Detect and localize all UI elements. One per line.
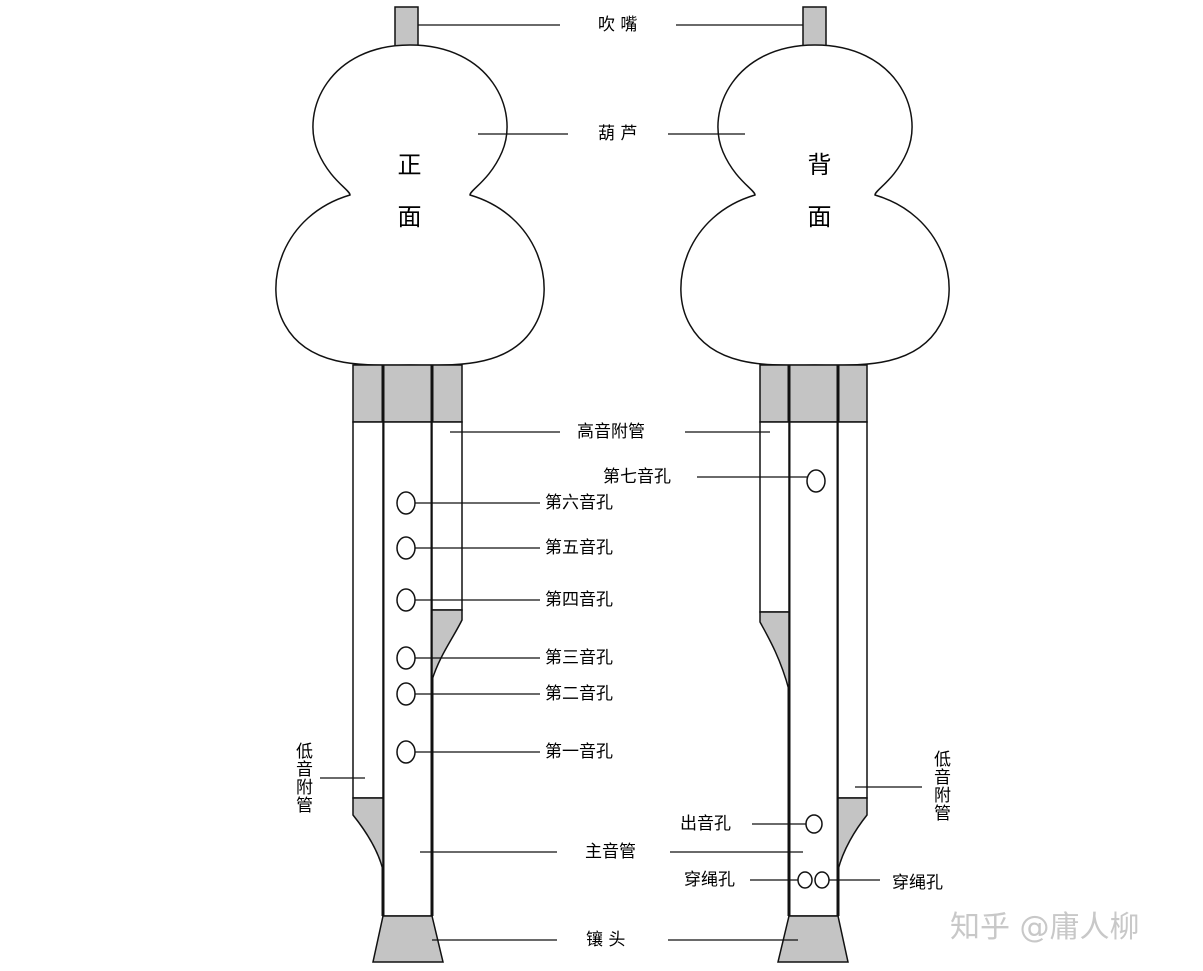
back-mouthpiece xyxy=(802,6,827,48)
front-top-band xyxy=(352,364,463,423)
label-hole-3: 第三音孔 xyxy=(545,648,613,668)
front-mouthpiece xyxy=(394,6,419,48)
label-high-pipe: 高音附管 xyxy=(577,422,645,442)
front-view xyxy=(275,6,545,963)
label-hole-4: 第四音孔 xyxy=(545,590,613,610)
label-rope-hole-right: 穿绳孔 xyxy=(892,873,943,893)
front-face-title: 正面 xyxy=(393,152,421,256)
leader-lines xyxy=(320,24,922,941)
label-main-pipe: 主音管 xyxy=(585,842,636,862)
front-high-pipe-cap xyxy=(431,609,463,681)
back-view xyxy=(680,6,950,963)
back-top-band xyxy=(759,364,868,423)
back-hole-7 xyxy=(806,469,826,493)
back-high-pipe-cap xyxy=(759,611,790,691)
back-tip xyxy=(777,915,849,963)
front-low-pipe-cap xyxy=(352,797,384,871)
label-hole-2: 第二音孔 xyxy=(545,684,613,704)
label-outlet-hole: 出音孔 xyxy=(680,814,731,834)
label-hole-5: 第五音孔 xyxy=(545,538,613,558)
back-high-pipe xyxy=(759,421,790,613)
front-tip xyxy=(372,915,444,963)
front-low-pipe xyxy=(352,421,384,799)
label-low-pipe-left: 低音附管 xyxy=(292,742,312,814)
back-low-pipe-cap xyxy=(837,797,868,871)
label-gourd: 葫 芦 xyxy=(598,124,638,144)
label-tip: 镶 头 xyxy=(586,930,626,950)
label-rope-hole-left: 穿绳孔 xyxy=(684,870,735,890)
watermark: 知乎 @庸人柳 xyxy=(950,910,1140,945)
label-hole-1: 第一音孔 xyxy=(545,742,613,762)
back-low-pipe xyxy=(837,421,868,799)
label-hole-7: 第七音孔 xyxy=(603,467,671,487)
label-mouthpiece: 吹 嘴 xyxy=(598,15,638,35)
label-hole-6: 第六音孔 xyxy=(545,493,613,513)
label-low-pipe-right: 低音附管 xyxy=(930,750,950,822)
front-high-pipe xyxy=(431,421,463,611)
back-face-title: 背面 xyxy=(803,152,831,256)
back-main-pipe xyxy=(788,421,839,917)
